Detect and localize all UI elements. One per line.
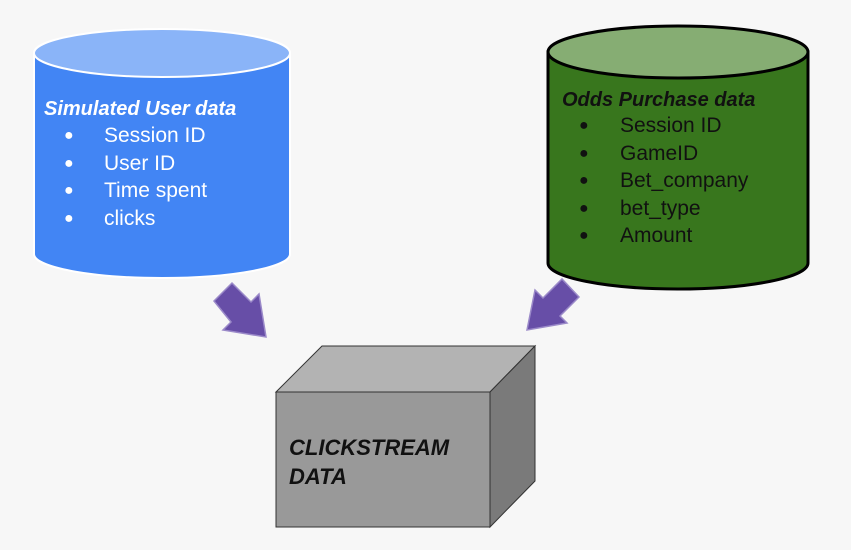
odds-source-title: Odds Purchase data [562,89,756,111]
field-label: GameID [620,141,699,165]
field-label: clicks [104,206,156,230]
field-label: Session ID [620,114,722,137]
users-source-label: Simulated User data ● Session ID ● User ID… [44,98,236,232]
list-item: ● Bet_company [562,167,755,195]
list-item: ● Amount [562,222,755,250]
bullet-icon: ● [64,127,74,144]
users-source-title: Simulated User data [44,98,237,120]
odds-cylinder-top [546,24,810,80]
users-cylinder-body [33,52,291,279]
bullet-icon: ● [579,117,589,134]
odds-field-list: ● Session ID ● GameID ● Bet_company ● bet_ty… [562,112,755,250]
list-item: ● GameID [562,140,755,168]
bullet-icon: ● [64,154,74,172]
users-field-list: ● Session ID ● User ID ● Time spent ● clicks [44,122,236,232]
bullet-icon: ● [64,209,74,227]
arrow-users-to-clickstream [212,281,267,338]
clickstream-cube [274,344,537,529]
list-item: ● User ID [44,150,236,178]
list-item: ● bet_type [562,195,755,223]
bullet-icon: ● [579,227,589,244]
cube-front-face [275,391,491,528]
users-cylinder-top [33,28,291,78]
odds-cylinder-body [546,50,810,291]
arrow-odds-to-clickstream [526,277,581,331]
list-item: ● Time spent [44,177,236,205]
field-label: Amount [620,224,693,247]
field-label: Session ID [104,124,206,147]
list-item: ● clicks [44,205,236,233]
field-label: Bet_company [620,169,749,192]
bullet-icon: ● [579,172,589,189]
clickstream-label-line2: DATA [289,464,347,489]
users-cylinder [33,28,291,279]
clickstream-label-line1: CLICKSTREAM [289,435,450,460]
bullet-icon: ● [579,199,589,217]
bullet-icon: ● [579,144,589,162]
bullet-icon: ● [64,182,74,199]
odds-cylinder [546,24,810,291]
field-label: Time spent [104,179,208,202]
field-label: bet_type [620,196,701,220]
list-item: ● Session ID [44,122,236,150]
odds-source-label: Odds Purchase data ● Session ID ● GameID ●… [562,89,755,250]
list-item: ● Session ID [562,112,755,140]
field-label: User ID [104,151,176,175]
clickstream-label: CLICKSTREAM DATA [289,433,479,491]
